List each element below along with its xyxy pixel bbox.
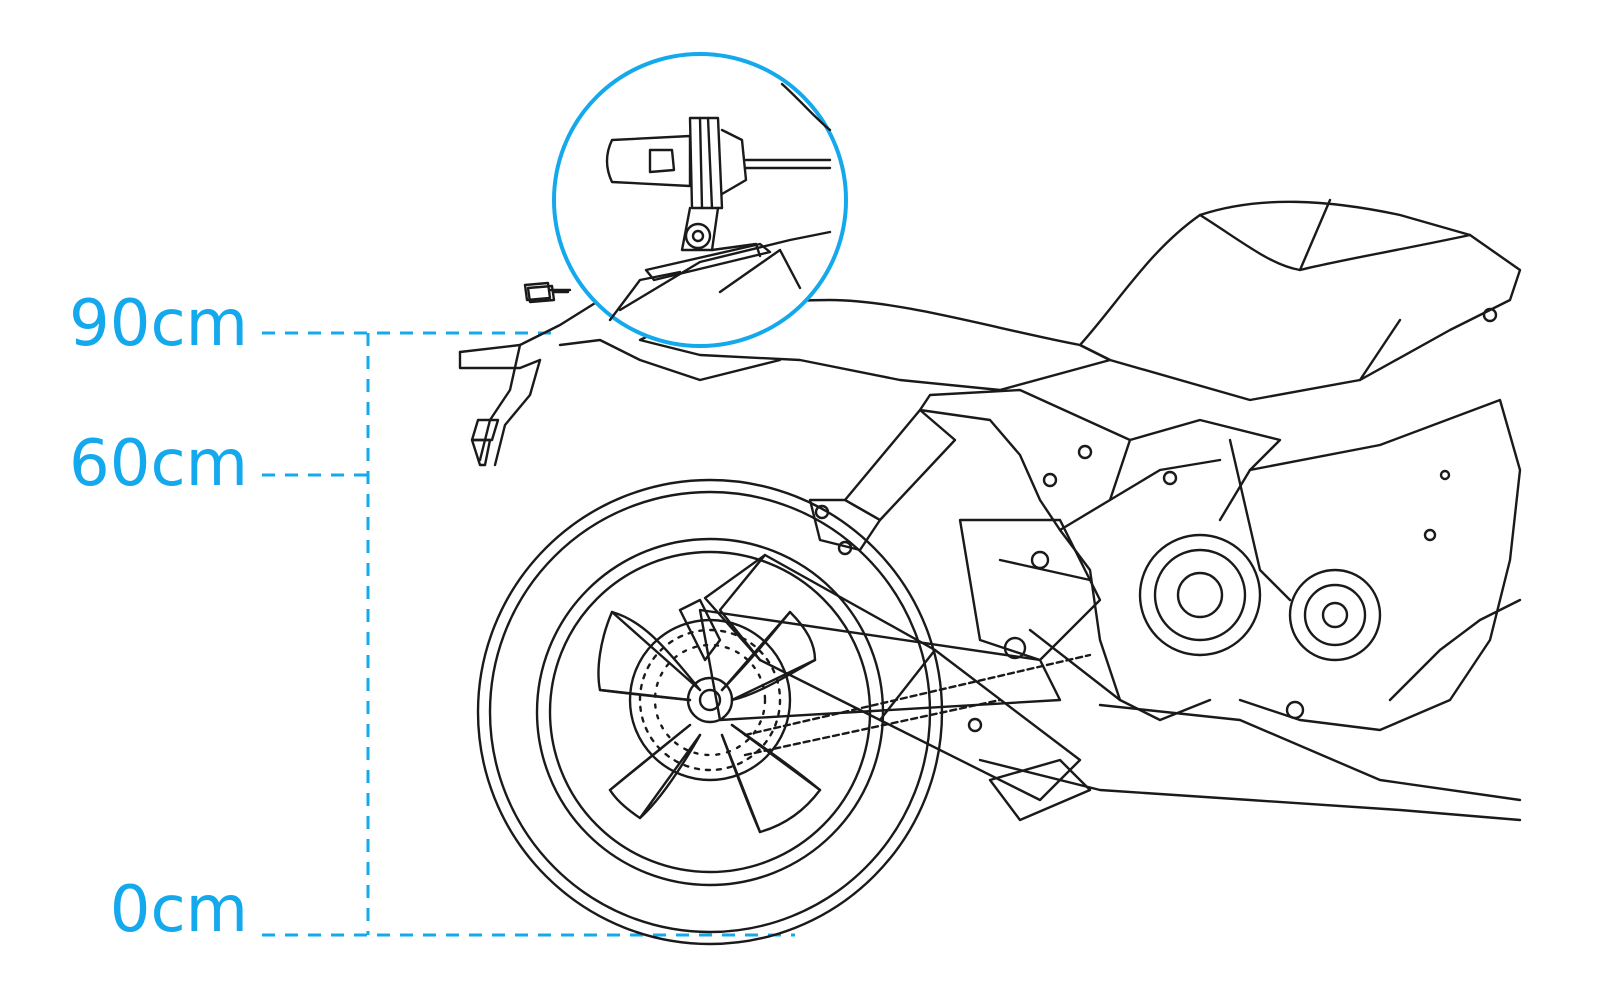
drive-chain <box>743 653 1092 757</box>
height-label-60cm: 60cm <box>69 427 248 501</box>
brake-disc <box>628 618 792 782</box>
fuel-tank <box>1078 198 1522 402</box>
mirror-camera-mount-icon <box>605 82 832 322</box>
motorcycle-rear-side-icon <box>458 198 1522 946</box>
zoom-callout-ring <box>552 52 848 348</box>
engine-fairing <box>978 398 1522 822</box>
height-label-0cm: 0cm <box>109 873 248 947</box>
swingarm <box>698 608 1062 722</box>
rearsets <box>958 518 1122 702</box>
zoom-callout <box>552 52 848 348</box>
height-guides <box>262 331 795 937</box>
height-label-90cm: 90cm <box>69 287 248 361</box>
rear-camera-small <box>526 284 570 304</box>
